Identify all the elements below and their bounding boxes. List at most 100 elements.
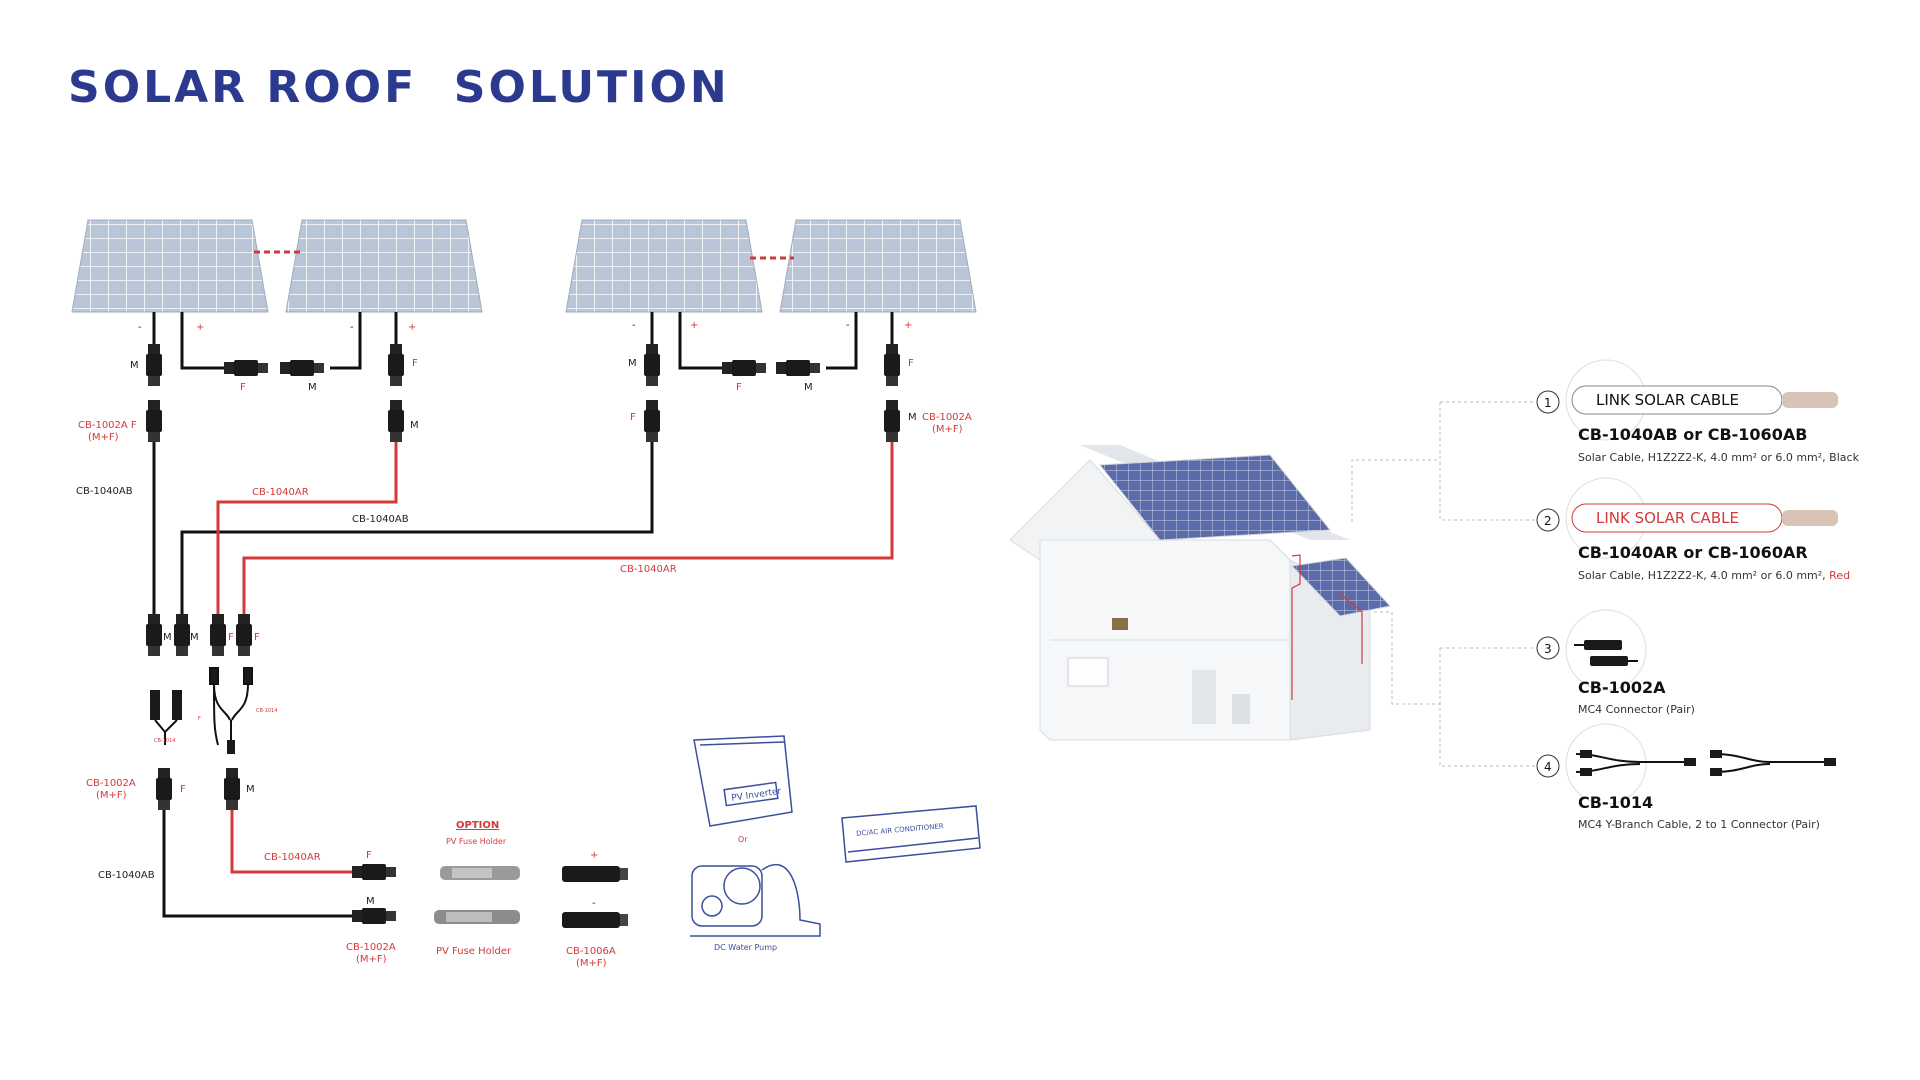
solar-panel-1 [71, 219, 269, 313]
polarity-plus: + [408, 322, 416, 333]
connector-letter-m: M [628, 358, 637, 369]
pv-fuse-holder-top [440, 866, 520, 880]
polarity-plus: + [590, 850, 598, 861]
pv-fuse-holder-label: PV Fuse Holder [436, 946, 512, 957]
connector-letter-f: F [180, 784, 186, 795]
cb1014-label: CB-1014 [154, 738, 175, 744]
output-connector-m [224, 768, 240, 810]
legend-number: 2 [1544, 514, 1552, 528]
mf-label: (M+F) [932, 424, 963, 435]
connector-letter-m: M [190, 632, 199, 643]
connector-letter-m: M [366, 896, 375, 907]
dc-water-pump-label: DC Water Pump [714, 943, 777, 952]
y-branch-connector-left [150, 690, 182, 745]
legend-guide-lines [1351, 401, 1536, 767]
connector-letter-f: F [228, 632, 234, 643]
legend-item-3: 3 CB-1002A MC4 Connector (Pair) [1536, 609, 1695, 716]
legend-item-1: 1 LINK SOLAR CABLE CB-1040AB or CB-1060A… [1536, 359, 1860, 464]
legend-code: CB-1002A [1578, 678, 1666, 697]
legend-desc: Solar Cable, H1Z2Z2-K, 4.0 mm² or 6.0 mm… [1578, 451, 1829, 464]
panel-output-connector [388, 344, 404, 386]
cb1002a-label: CB-1002A [922, 412, 972, 423]
svg-text:Solar Cable, H1Z2Z2-K, 4.0 mm²: Solar Cable, H1Z2Z2-K, 4.0 mm² or 6.0 mm… [1578, 569, 1850, 582]
cb1002a-label: CB-1002A [346, 942, 396, 953]
combiner-connector [210, 614, 226, 656]
connector-letter-m: M [246, 784, 255, 795]
connector-letter-m: M [130, 360, 139, 371]
cb1002a-label: CB-1002A [86, 778, 136, 789]
pv-inverter [693, 735, 793, 827]
solar-panel-4 [779, 219, 977, 313]
polarity-minus: - [632, 320, 636, 331]
connector-letter-m: M [163, 632, 172, 643]
legend-color-word: Red [1829, 569, 1850, 582]
mf-label: (M+F) [576, 958, 607, 969]
cable-label-cb1040ar: CB-1040AR [620, 564, 677, 575]
page-title: SOLAR ROOF SOLUTION [68, 62, 730, 113]
connector-letter-f: F [240, 382, 246, 393]
output-cables [162, 810, 356, 918]
combiner-connector [174, 614, 190, 656]
legend-code: CB-1040AR or CB-1060AR [1578, 543, 1808, 562]
cb1006a-label: CB-1006A [566, 946, 616, 957]
panel-output-connector [884, 344, 900, 386]
or-label: Or [738, 835, 748, 844]
legend-color-word: Black [1829, 451, 1859, 464]
panel-output-connector [644, 344, 660, 386]
legend-desc: MC4 Connector (Pair) [1578, 703, 1695, 716]
connector-letter-f: F [198, 716, 201, 722]
polarity-minus: - [350, 322, 354, 333]
mf-label: (M+F) [88, 432, 119, 443]
series-connector-female [722, 360, 766, 376]
cb1006a-connector-top [562, 866, 628, 882]
cable-text: LINK SOLAR CABLE [1596, 391, 1739, 409]
polarity-plus: + [196, 322, 204, 333]
cb1006a-connector-bottom [562, 912, 628, 928]
legend-item-2: 2 LINK SOLAR CABLE CB-1040AR or CB-1060A… [1536, 477, 1850, 582]
dc-water-pump [690, 863, 821, 937]
end-connector-f [352, 864, 396, 880]
connector-letter-m: M [908, 412, 917, 423]
trunk-cables [152, 442, 894, 616]
connector-letter-m: M [804, 382, 813, 393]
legend-desc: MC4 Y-Branch Cable, 2 to 1 Connector (Pa… [1578, 818, 1820, 831]
connector-letter-f: F [736, 382, 742, 393]
end-connector-m [352, 908, 396, 924]
polarity-minus: - [592, 898, 596, 909]
air-conditioner [841, 805, 981, 863]
series-connector-male [280, 360, 324, 376]
connector-letter-m: M [410, 420, 419, 431]
cb1002a-connector [146, 400, 162, 442]
connector-letter-m: M [308, 382, 317, 393]
connector-letter-f: F [630, 412, 636, 423]
cb1002a-connector [644, 400, 660, 442]
combiner-connector [146, 614, 162, 656]
connector-letter-f: F [412, 358, 418, 369]
legend-item-4: 4 CB-1014 MC4 Y-Branch Cable, 2 to 1 Con… [1536, 723, 1836, 831]
air-conditioner-label: DC/AC AIR CONDITIONER [856, 822, 944, 838]
polarity-plus: + [690, 320, 698, 331]
cable-label-cb1040ar: CB-1040AR [264, 852, 321, 863]
option-label: OPTION [456, 820, 499, 831]
legend-code: CB-1040AB or CB-1060AB [1578, 425, 1807, 444]
connector-letter-f: F [254, 632, 260, 643]
cb1014-label: CB-1014 [256, 708, 277, 714]
series-connector-female [224, 360, 268, 376]
cable-label-cb1040ab: CB-1040AB [352, 514, 409, 525]
mf-label: (M+F) [356, 954, 387, 965]
cable-label-cb1040ab: CB-1040AB [76, 486, 133, 497]
polarity-minus: - [846, 320, 850, 331]
connector-letter-f: F [366, 850, 372, 861]
legend-number: 3 [1544, 642, 1552, 656]
legend-number: 4 [1544, 760, 1552, 774]
polarity-plus: + [904, 320, 912, 331]
mf-label: (M+F) [96, 790, 127, 801]
cb1002a-connector [884, 400, 900, 442]
legend-desc: Solar Cable, H1Z2Z2-K, 4.0 mm² or 6.0 mm… [1578, 569, 1829, 582]
house-illustration [1009, 445, 1391, 741]
cable-label-cb1040ar: CB-1040AR [252, 487, 309, 498]
y-branch-cable-right [209, 667, 253, 754]
panel-pair-right-wiring [650, 312, 894, 370]
